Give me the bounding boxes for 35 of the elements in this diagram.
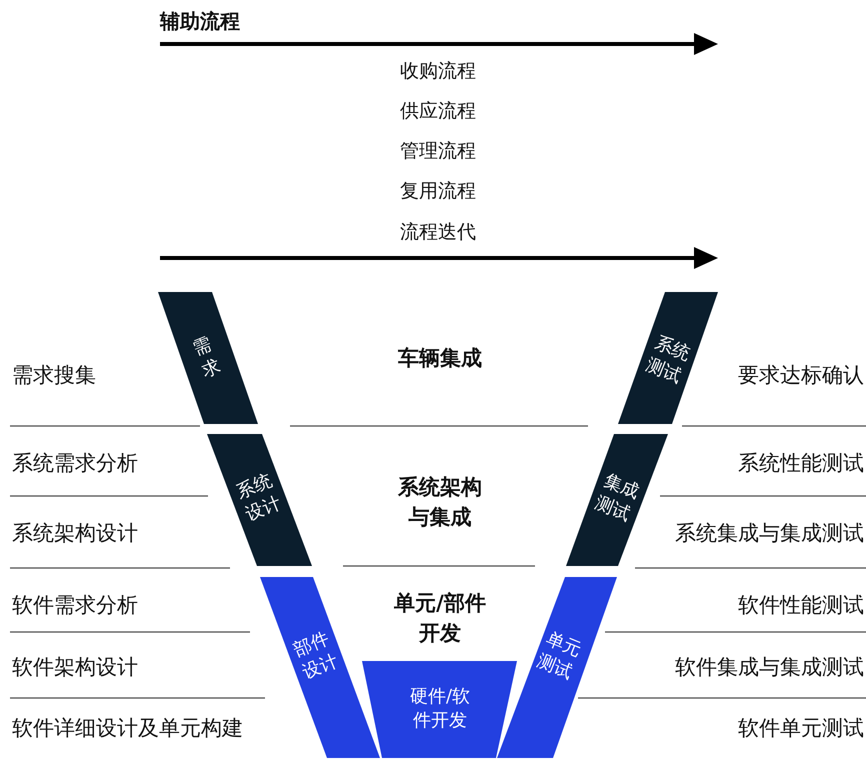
activity-label: 系统架构设计 [12,520,138,546]
band-label: 系统设计 [233,469,285,527]
phase-band [260,577,380,758]
activity-label: 软件架构设计 [12,654,138,680]
band-label: 系统测试 [642,331,694,389]
band-label: 硬件/软件开发 [410,685,470,733]
phase-band [158,292,258,424]
band-label: 需求 [190,332,224,384]
activity-label: 系统需求分析 [12,450,138,476]
activity-label: 软件性能测试 [738,592,864,618]
stage-heading: 车辆集成 [397,344,483,372]
phase-band [618,292,718,424]
band-label: 集成测试 [591,469,643,527]
activity-label: 系统性能测试 [738,450,864,476]
activity-label: 软件集成与集成测试 [675,654,864,680]
process-item: 供应流程 [400,99,476,124]
title: 辅助流程 [160,8,240,34]
activity-label: 软件需求分析 [12,592,138,618]
phase-band [207,434,312,566]
activity-label: 软件详细设计及单元构建 [12,715,243,741]
band-label: 部件设计 [290,627,342,685]
activity-label: 要求达标确认 [738,362,864,388]
process-item: 复用流程 [400,179,476,204]
band-label: 单元测试 [533,627,585,685]
activity-label: 软件单元测试 [738,715,864,741]
activity-label: 系统集成与集成测试 [675,520,864,546]
process-item: 收购流程 [400,59,476,84]
process-item: 流程迭代 [400,220,476,245]
activity-label: 需求搜集 [12,362,96,388]
phase-band [362,661,517,758]
stage-heading: 系统架构与集成 [396,473,483,531]
phase-band [566,434,668,566]
phase-band [497,577,617,758]
process-item: 管理流程 [400,139,476,164]
stage-heading: 单元/部件开发 [394,589,486,647]
